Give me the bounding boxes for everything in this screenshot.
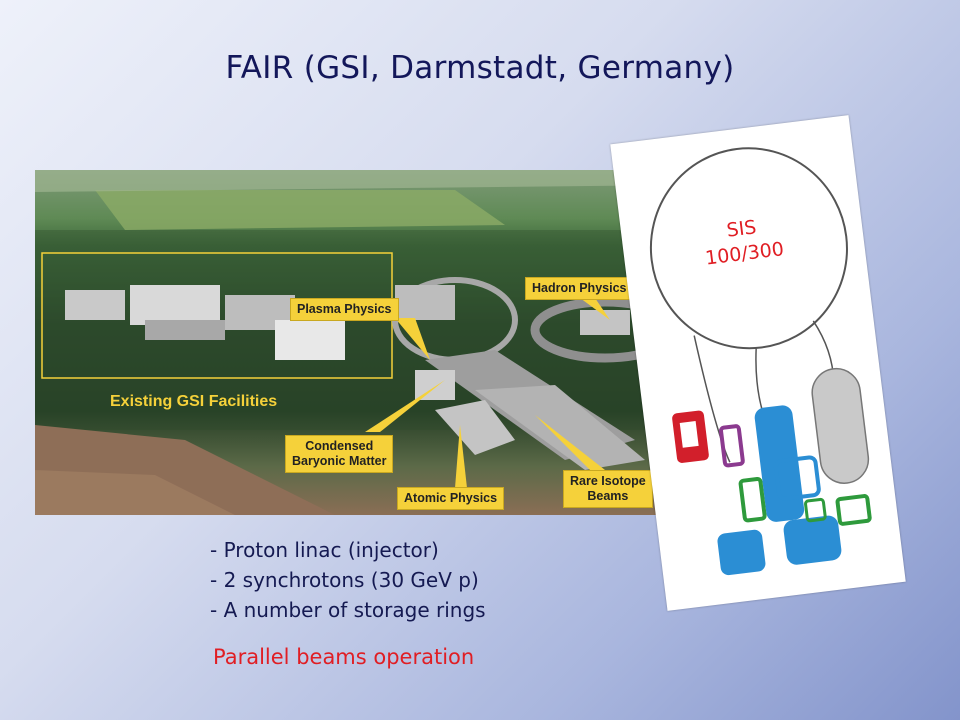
label-hadron-physics: Hadron Physics xyxy=(525,277,634,300)
bullet-item: - A number of storage rings xyxy=(210,598,486,622)
bullet-item: - 2 synchrotons (30 GeV p) xyxy=(210,568,479,592)
label-rare-line2: Beams xyxy=(587,489,629,503)
aerial-illustration xyxy=(35,170,680,515)
conclusion-text: Parallel beams operation xyxy=(213,645,475,669)
slide-title: FAIR (GSI, Darmstadt, Germany) xyxy=(225,50,735,86)
label-existing-gsi: Existing GSI Facilities xyxy=(110,393,278,410)
accelerator-schematic: SIS 100/300 xyxy=(610,115,906,611)
label-condensed-line1: Condensed xyxy=(305,439,374,453)
schematic-illustration xyxy=(649,147,872,576)
label-condensed-line2: Baryonic Matter xyxy=(292,454,387,468)
label-condensed-baryonic-matter: Condensed Baryonic Matter xyxy=(285,435,394,473)
label-rare-isotope-beams: Rare Isotope Beams xyxy=(563,470,653,508)
aerial-photo: Plasma Physics Hadron Physics Existing G… xyxy=(35,170,680,515)
bullet-item: - Proton linac (injector) xyxy=(210,538,439,562)
label-plasma-physics: Plasma Physics xyxy=(290,298,399,321)
conclusion-line: Parallel beams operation xyxy=(213,645,474,669)
bullet-list: - Proton linac (injector) - 2 synchroton… xyxy=(210,535,486,625)
label-atomic-physics: Atomic Physics xyxy=(397,487,505,510)
label-rare-line1: Rare Isotope xyxy=(570,474,646,488)
